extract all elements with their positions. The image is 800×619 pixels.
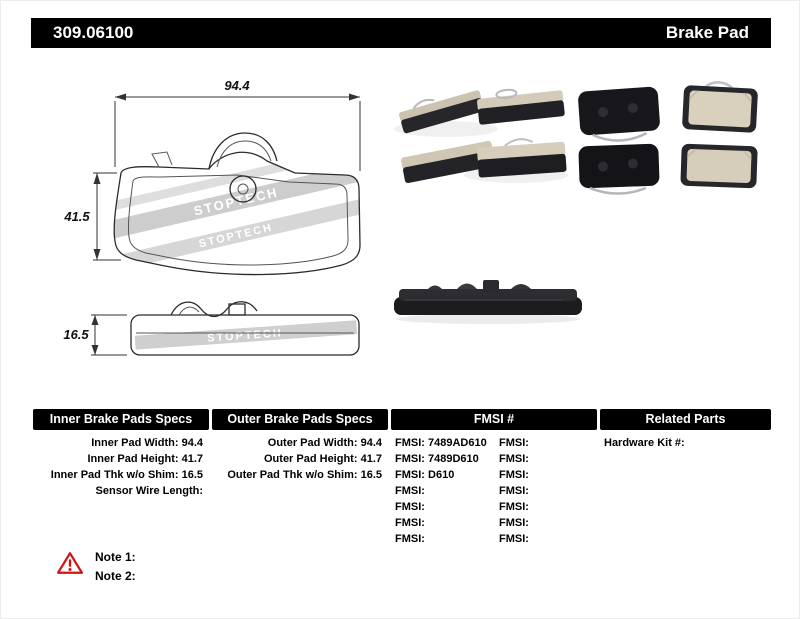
- spec-label: Outer Pad Thk w/o Shim:: [227, 469, 358, 481]
- note-label: Note 1:: [95, 550, 136, 564]
- related-parts-header: Related Parts: [600, 409, 771, 430]
- fmsi-label: FMSI:: [395, 453, 425, 465]
- fmsi-right-column: FMSI: FMSI: FMSI: FMSI: FMSI: FMSI: FMSI…: [499, 435, 597, 547]
- spec-row: Outer Pad Height: 41.7: [212, 451, 382, 467]
- spec-label: Inner Pad Width:: [91, 437, 179, 449]
- related-row: Hardware Kit #:: [604, 435, 769, 451]
- fmsi-label: FMSI:: [395, 533, 425, 545]
- inner-specs-header: Inner Brake Pads Specs: [33, 409, 209, 430]
- notes-block: Note 1: Note 2:: [95, 548, 136, 586]
- stoptech-watermark: STOPTECH: [207, 327, 283, 344]
- brake-pad-photo: [398, 90, 485, 134]
- spec-row: Inner Pad Width: 94.4: [33, 435, 203, 451]
- product-photo-flat-set: [578, 81, 758, 195]
- spec-row: Outer Pad Thk w/o Shim: 16.5: [212, 467, 382, 483]
- product-photo-edge-view: [394, 280, 582, 324]
- fmsi-left-column: FMSI: 7489AD610 FMSI: 7489D610 FMSI: D61…: [395, 435, 495, 547]
- brake-pad-photo: [578, 143, 660, 195]
- fmsi-row: FMSI:: [395, 515, 495, 531]
- spec-value: 16.5: [181, 469, 203, 481]
- fmsi-row: FMSI:: [499, 499, 597, 515]
- related-parts-table: Hardware Kit #:: [604, 435, 769, 451]
- spec-label: Outer Pad Height:: [264, 453, 358, 465]
- fmsi-row: FMSI:: [395, 499, 495, 515]
- spec-row: Inner Pad Height: 41.7: [33, 451, 203, 467]
- brake-pad-photo: [401, 140, 496, 184]
- spec-value: 41.7: [360, 453, 382, 465]
- spec-row: Inner Pad Thk w/o Shim: 16.5: [33, 467, 203, 483]
- spec-row: Outer Pad Width: 94.4: [212, 435, 382, 451]
- spec-value: 41.7: [181, 453, 203, 465]
- note-line: Note 1:: [95, 548, 136, 567]
- fmsi-row: FMSI: 7489AD610: [395, 435, 495, 451]
- note-line: Note 2:: [95, 567, 136, 586]
- fmsi-label: FMSI:: [395, 437, 425, 449]
- side-view-drawing: 16.5 STOPTECH: [63, 301, 360, 356]
- fmsi-label: FMSI:: [395, 517, 425, 529]
- brake-pad-photo: [578, 86, 660, 142]
- part-number: 309.06100: [53, 23, 134, 42]
- fmsi-row: FMSI:: [395, 531, 495, 547]
- fmsi-value: 7489AD610: [428, 437, 487, 449]
- fmsi-row: FMSI:: [499, 483, 597, 499]
- fmsi-value: 7489D610: [428, 453, 479, 465]
- fmsi-label: FMSI:: [499, 437, 529, 449]
- outer-specs-header: Outer Brake Pads Specs: [212, 409, 388, 430]
- inner-specs-table: Inner Pad Width: 94.4 Inner Pad Height: …: [33, 435, 203, 499]
- related-label: Hardware Kit #:: [604, 437, 685, 449]
- fmsi-row: FMSI:: [499, 515, 597, 531]
- fmsi-label: FMSI:: [395, 485, 425, 497]
- stoptech-watermark-band: STOPTECH: [134, 320, 358, 350]
- fmsi-label: FMSI:: [499, 533, 529, 545]
- note-label: Note 2:: [95, 569, 136, 583]
- front-view-drawing: 94.4 41.5 STOPTECH STOPTECH: [63, 78, 361, 276]
- spec-value: 94.4: [181, 437, 203, 449]
- fmsi-label: FMSI:: [499, 501, 529, 513]
- brake-pad-photo: [477, 138, 567, 178]
- fmsi-row: FMSI:: [499, 451, 597, 467]
- outer-specs-table: Outer Pad Width: 94.4 Outer Pad Height: …: [212, 435, 382, 483]
- fmsi-label: FMSI:: [499, 517, 529, 529]
- brake-pad-photo: [680, 143, 758, 189]
- fmsi-row: FMSI:: [499, 435, 597, 451]
- spec-row: Sensor Wire Length:: [33, 483, 203, 499]
- fmsi-header: FMSI #: [391, 409, 597, 430]
- dimension-thickness: 16.5: [63, 327, 89, 342]
- brake-pad-photo: [477, 88, 565, 125]
- spec-label: Inner Pad Height:: [87, 453, 179, 465]
- spec-label: Inner Pad Thk w/o Shim:: [50, 469, 179, 481]
- fmsi-label: FMSI:: [395, 501, 425, 513]
- fmsi-row: FMSI: D610: [395, 467, 495, 483]
- fmsi-label: FMSI:: [499, 469, 529, 481]
- spec-label: Outer Pad Width:: [267, 437, 358, 449]
- product-title: Brake Pad: [665, 23, 749, 42]
- fmsi-row: FMSI:: [499, 467, 597, 483]
- dimension-height: 41.5: [63, 209, 90, 224]
- dimension-width: 94.4: [224, 78, 250, 93]
- warning-icon: [57, 552, 83, 574]
- spec-value: 94.4: [360, 437, 382, 449]
- fmsi-row: FMSI: 7489D610: [395, 451, 495, 467]
- fmsi-label: FMSI:: [499, 453, 529, 465]
- product-photo-angled-set: [394, 88, 568, 184]
- brake-pad-photo: [682, 81, 758, 133]
- spec-label: Sensor Wire Length:: [95, 485, 203, 497]
- fmsi-label: FMSI:: [395, 469, 425, 481]
- stoptech-watermark: STOPTECH: [192, 184, 280, 218]
- fmsi-label: FMSI:: [499, 485, 529, 497]
- title-bar: 309.06100 Brake Pad: [31, 18, 771, 48]
- spec-value: 16.5: [360, 469, 382, 481]
- fmsi-value: D610: [428, 469, 455, 481]
- fmsi-row: FMSI:: [499, 531, 597, 547]
- fmsi-row: FMSI:: [395, 483, 495, 499]
